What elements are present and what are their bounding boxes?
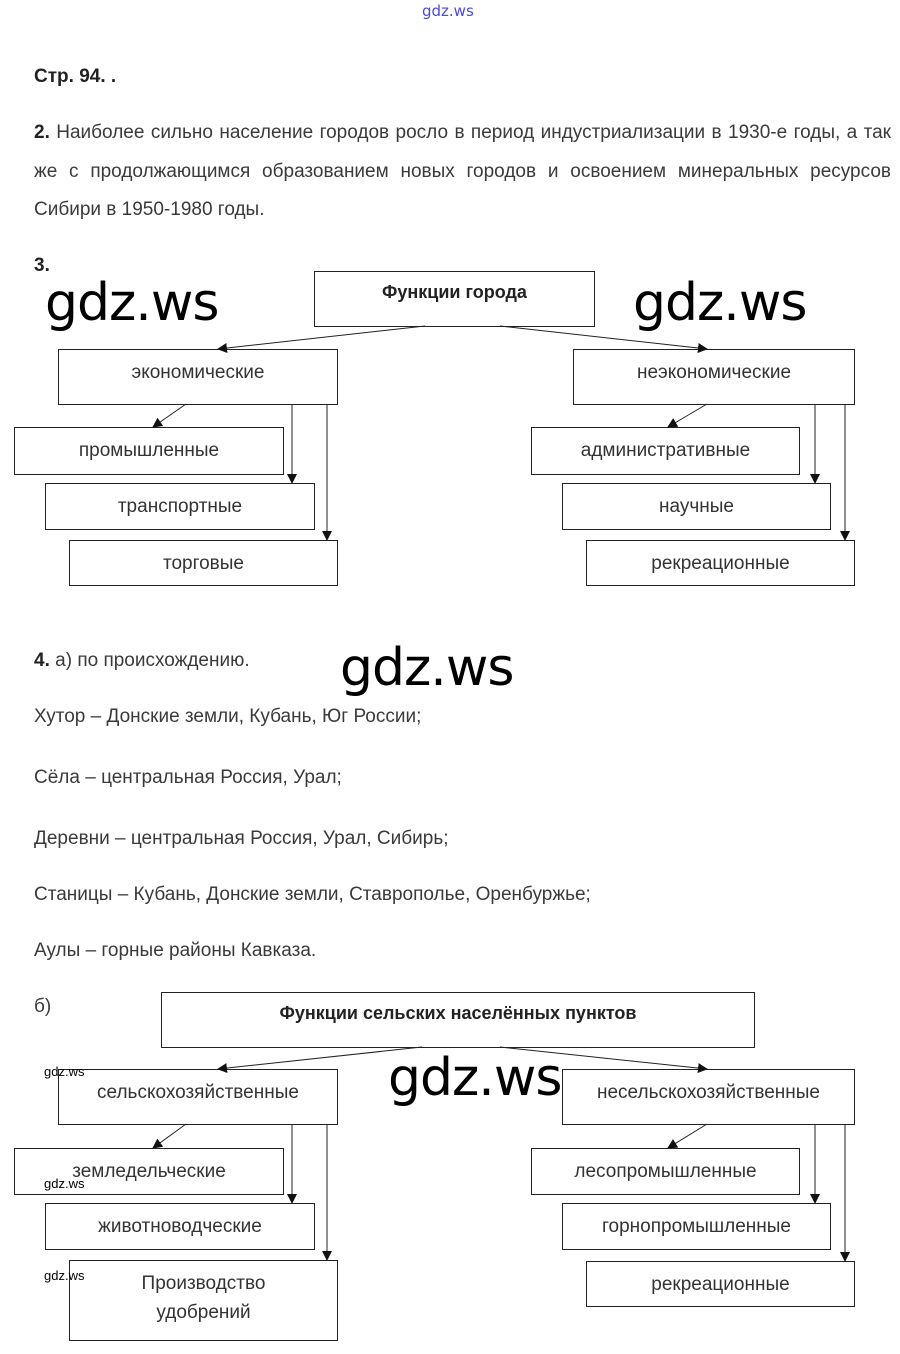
part-b-label: б) (34, 996, 52, 1017)
watermark-small: gdz.ws (44, 1268, 85, 1283)
settlement-line: Сёла – центральная Россия, Урал; (34, 767, 342, 788)
arrow (217, 1046, 423, 1074)
diagram1-left-child: промышленные (14, 427, 284, 475)
watermark: gdz.ws (388, 1048, 562, 1108)
watermark: gdz.ws (340, 638, 514, 698)
answer-4-intro: 4. а) по происхождению. (34, 650, 250, 672)
diagram1-left-child: торговые (69, 540, 338, 586)
answer-3-number: 3. (34, 255, 50, 276)
arrow (499, 1046, 708, 1074)
watermark-small: gdz.ws (44, 1064, 85, 1079)
page-header: Стр. 94. . (34, 66, 117, 87)
arrow (152, 403, 187, 428)
diagram1-left-child: транспортные (45, 483, 315, 530)
diagram2-left-main: сельскохозяйственные (58, 1069, 338, 1125)
diagram1-right-child: административные (531, 427, 800, 475)
answer-2: 2. Наиболее сильно население городов рос… (34, 114, 891, 230)
arrow (217, 325, 426, 353)
diagram2-left-child: земледельческие (14, 1148, 284, 1195)
diagram2-left-child: Производство удобрений (69, 1260, 338, 1341)
diagram1-left-main: экономические (58, 349, 338, 405)
diagram1-right-main: неэкономические (573, 349, 855, 405)
watermark: gdz.ws (633, 273, 807, 333)
diagram1-right-child: научные (562, 483, 831, 530)
watermark-top: gdz.ws (422, 2, 474, 20)
answer-4-intro-text: а) по происхождению. (55, 650, 250, 671)
diagram2-left-child: животноводческие (45, 1203, 315, 1250)
watermark-small: gdz.ws (44, 1176, 85, 1191)
settlement-line: Аулы – горные районы Кавказа. (34, 940, 317, 961)
diagram2-right-child: рекреационные (586, 1261, 855, 1307)
diagram1-title: Функции города (314, 271, 595, 327)
diagram2-right-child: горнопромышленные (562, 1203, 831, 1250)
arrow (667, 1123, 708, 1149)
diagram2-title: Функции сельских населённых пунктов (161, 992, 755, 1048)
answer-2-text: Наиболее сильно население городов росло … (34, 122, 891, 220)
arrow (667, 403, 708, 428)
diagram2-right-main: несельскохозяйственные (562, 1069, 855, 1125)
answer-2-number: 2. (34, 122, 50, 143)
answer-4-number: 4. (34, 650, 50, 671)
settlement-line: Деревни – центральная Россия, Урал, Сиби… (34, 828, 449, 849)
settlement-line: Хутор – Донские земли, Кубань, Юг России… (34, 706, 422, 727)
settlement-line: Станицы – Кубань, Донские земли, Ставроп… (34, 884, 591, 905)
watermark: gdz.ws (45, 273, 219, 333)
arrow (152, 1123, 187, 1149)
diagram1-right-child: рекреационные (586, 540, 855, 586)
diagram2-right-child: лесопромышленные (531, 1148, 800, 1195)
arrow (499, 325, 708, 353)
